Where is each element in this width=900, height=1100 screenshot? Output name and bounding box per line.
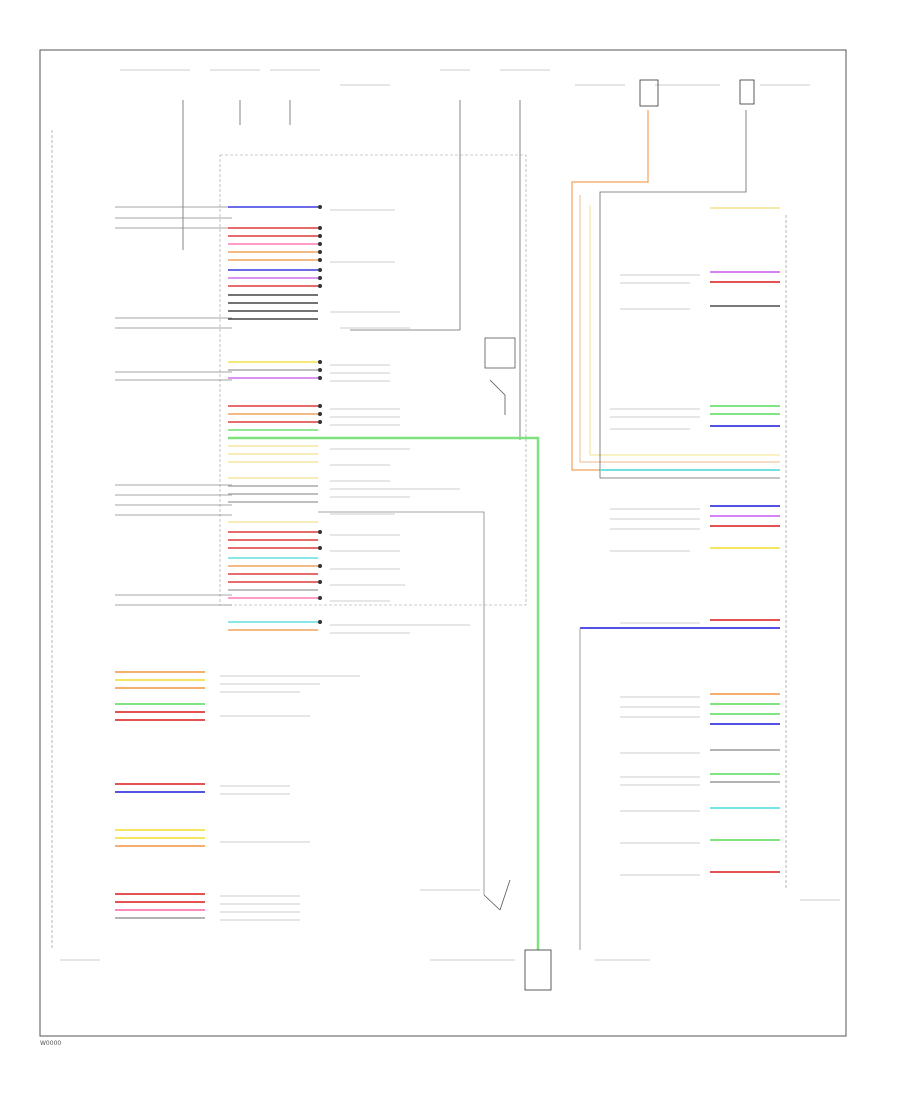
left-module-outline [219, 154, 527, 606]
right-side-wires [580, 207, 780, 873]
top-labels [120, 69, 810, 86]
right-supply-tan [579, 195, 780, 463]
diagram-border [39, 49, 847, 1037]
left-pin-wires [115, 206, 232, 606]
relay-box-right [739, 79, 755, 105]
sensor-box-center [524, 949, 552, 991]
center-right-wire [318, 511, 485, 895]
right-supply-orange [571, 110, 780, 471]
right-supply-black [599, 110, 780, 479]
figure-code: W0000 [40, 1040, 62, 1047]
top-feed-wires [182, 100, 521, 440]
center-pin-dots [318, 205, 322, 624]
center-colored-wires [228, 206, 318, 631]
right-side-labels [610, 274, 700, 876]
lower-left-labels [220, 675, 360, 921]
right-supply-yellow [589, 205, 780, 456]
bottom-labels [60, 889, 840, 961]
center-switch [484, 337, 516, 415]
relay-box-left [639, 79, 659, 107]
sensor-switch [483, 879, 511, 911]
lower-left-wires [115, 671, 205, 919]
center-destination-labels [330, 209, 470, 634]
ground-wire-highlight [228, 436, 540, 950]
